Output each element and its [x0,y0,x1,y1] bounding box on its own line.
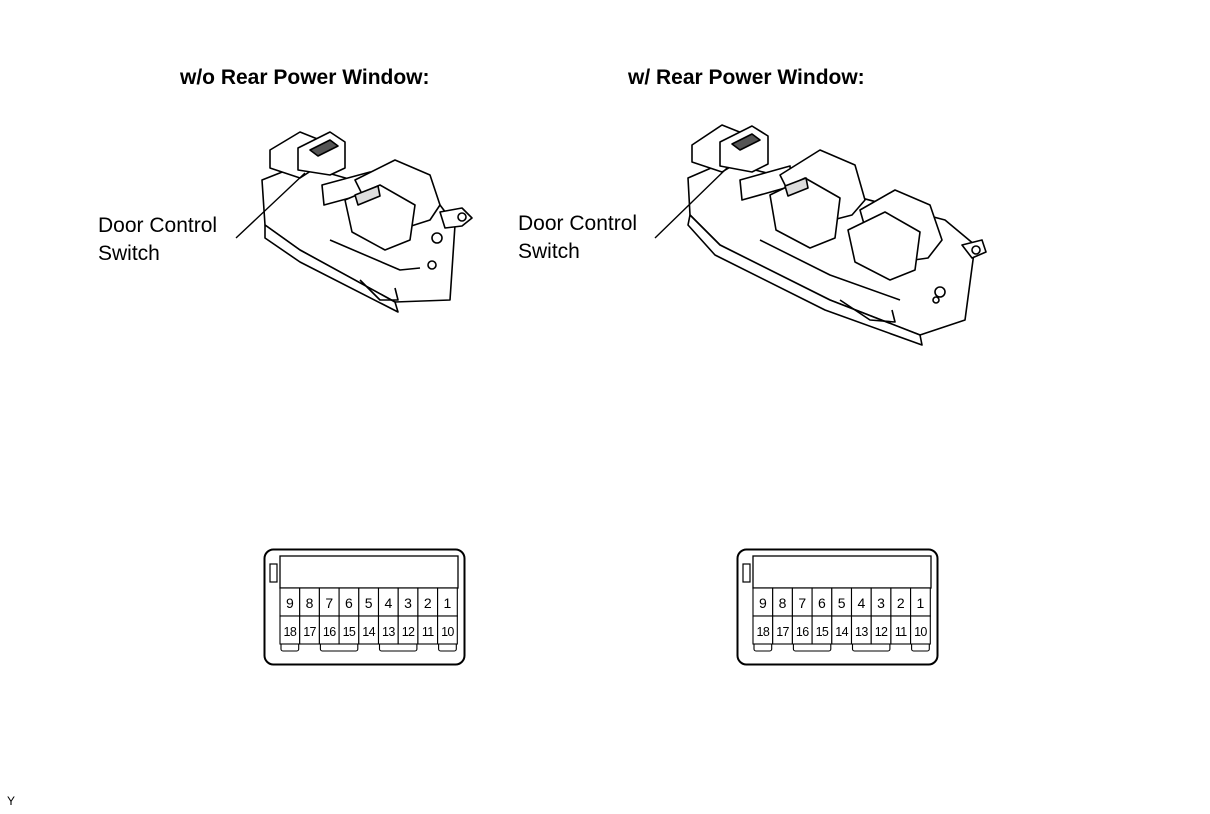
pin-number-label: 5 [838,595,846,611]
left-heading: w/o Rear Power Window: [180,66,430,89]
pin-number-label: 6 [345,595,353,611]
pin-number-label: 3 [404,595,412,611]
left-switch-assembly [261,131,473,313]
pin-number-label: 17 [303,625,316,639]
pin-number-label: 9 [759,595,767,611]
pin-number-label: 6 [818,595,826,611]
left-callout-line2: Switch [98,242,160,265]
pin-number-label: 8 [779,595,787,611]
pin-number-label: 13 [855,625,868,639]
connector-latch [269,563,278,583]
pin-number-label: 8 [306,595,314,611]
pin-number-label: 13 [382,625,395,639]
pin-number-label: 1 [917,595,925,611]
pin-number-label: 7 [798,595,806,611]
pin-cell [910,615,931,645]
pin-number-label: 1 [444,595,452,611]
pin-number-label: 2 [897,595,905,611]
switch-illustrations [235,124,987,346]
pin-number-label: 9 [286,595,294,611]
right-door-control-switch-label: Door Control Switch [518,210,637,266]
connector-latch [742,563,751,583]
pin-number-label: 12 [875,625,888,639]
pin-number-label: 14 [362,625,375,639]
pin-number-label: 10 [441,625,454,639]
pin-number-label: 11 [895,625,907,639]
right-callout-line1: Door Control [518,212,638,235]
pin-number-label: 3 [877,595,885,611]
right-switch-assembly [687,124,987,346]
right-heading: w/ Rear Power Window: [628,66,865,89]
pin-number-label: 4 [384,595,392,611]
pin-number-label: 15 [816,625,829,639]
pin-number-label: 15 [343,625,356,639]
left-door-control-switch-label: Door Control Switch [98,212,217,268]
right-leader-line [654,167,728,239]
pin-number-label: 2 [424,595,432,611]
pin-number-label: 10 [914,625,927,639]
pin-number-label: 14 [835,625,848,639]
pin-number-label: 18 [283,625,296,639]
corner-mark: Y [7,794,16,808]
pin-number-label: 11 [422,625,434,639]
pin-number-label: 5 [365,595,373,611]
right-callout-line2: Switch [518,240,580,263]
pin-number-label: 12 [402,625,415,639]
left-leader-line [235,172,306,239]
pin-number-label: 16 [796,625,809,639]
pin-number-label: 18 [756,625,769,639]
pin-number-label: 4 [857,595,865,611]
pin-cell [437,615,458,645]
pin-number-label: 7 [325,595,333,611]
pin-number-label: 17 [776,625,789,639]
pin-number-label: 16 [323,625,336,639]
left-callout-line1: Door Control [98,214,218,237]
